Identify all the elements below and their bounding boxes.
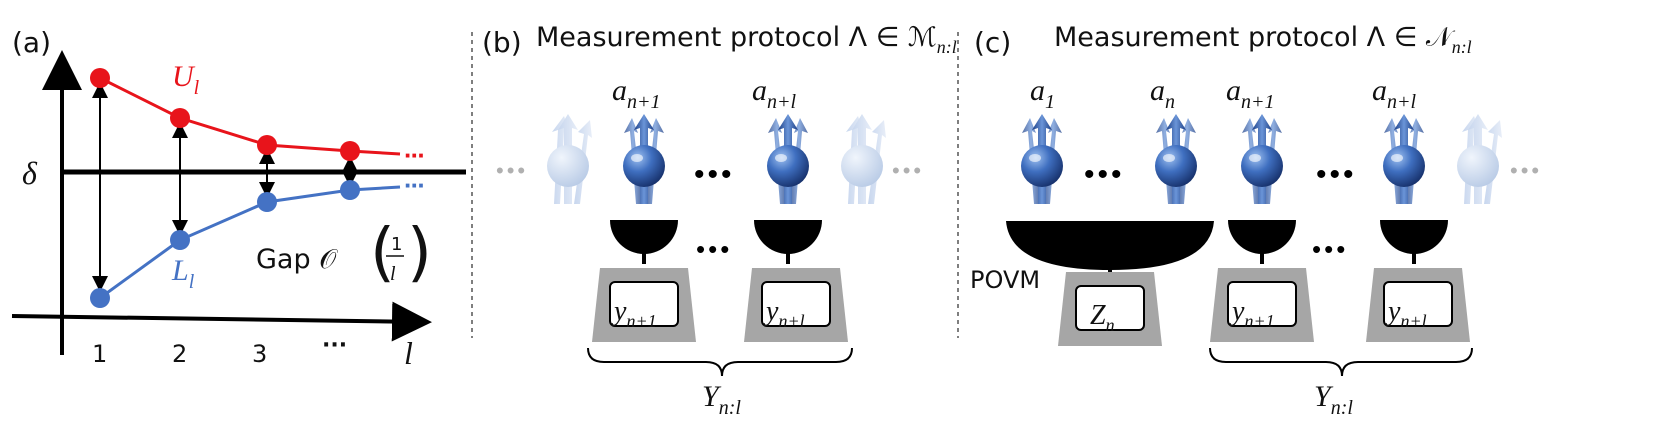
lower-point xyxy=(340,180,360,200)
fade-ellipsis-right: ••• xyxy=(1510,158,1542,183)
spin xyxy=(1241,114,1283,204)
lower-series-line xyxy=(99,185,401,300)
lower-series-label: Ll xyxy=(171,254,195,293)
panel-c: (c) Measurement protocol Λ ∈ 𝒩n:l a1 an … xyxy=(970,22,1542,419)
detector xyxy=(610,220,678,264)
lower-trailing-dots: ··· xyxy=(404,170,424,200)
qubit-label: an xyxy=(1150,74,1175,113)
gap-left-paren: ( xyxy=(370,216,395,290)
brace xyxy=(587,347,853,377)
gap-frac-den: l xyxy=(390,263,396,285)
panel-b-title: Measurement protocol Λ ∈ ℳn:l xyxy=(536,22,957,57)
x-axis-label: l xyxy=(404,335,413,371)
gap-frac-num: 1 xyxy=(391,234,402,255)
faded-spin xyxy=(547,114,592,204)
x-tick-label: 1 xyxy=(92,340,107,368)
spin xyxy=(767,114,809,204)
x-tick-label: 2 xyxy=(172,340,187,368)
fade-ellipsis-right: ••• xyxy=(892,158,924,183)
ellipsis: ••• xyxy=(694,158,735,191)
upper-series-label: Ul xyxy=(172,60,200,99)
qubit-label: a1 xyxy=(1030,74,1055,113)
brace-label: Yn:l xyxy=(1314,380,1353,419)
ellipsis: ••• xyxy=(696,234,732,264)
y-axis-label: δ xyxy=(22,155,38,191)
detector xyxy=(754,220,822,264)
povm-label: POVM xyxy=(970,266,1040,294)
lower-point xyxy=(170,230,190,250)
x-tick-labels: 1 2 3 ··· xyxy=(92,333,347,368)
faded-spin xyxy=(1457,114,1502,204)
brace xyxy=(1209,347,1473,377)
qubit-label: an+1 xyxy=(612,74,661,113)
outcome-label: yn+1 xyxy=(1229,296,1275,331)
panel-b: (b) Measurement protocol Λ ∈ ℳn:l an+1 a… xyxy=(482,22,957,419)
gap-right-paren: ) xyxy=(407,216,432,290)
upper-point xyxy=(257,135,277,155)
upper-point xyxy=(170,108,190,128)
upper-trailing-dots: ··· xyxy=(404,140,424,170)
povm-detector xyxy=(1006,221,1214,270)
panel-c-label: (c) xyxy=(974,26,1011,59)
outcome-label: yn+l xyxy=(763,296,805,331)
x-tick-label: 3 xyxy=(252,340,267,368)
ellipsis: ••• xyxy=(1316,158,1357,191)
spin xyxy=(1383,114,1425,204)
panel-b-label: (b) xyxy=(482,26,522,59)
fade-ellipsis-left: ••• xyxy=(496,158,528,183)
detector xyxy=(1380,220,1448,264)
panel-a: (a) δ 1 2 3 ··· l ··· ··· Ul Ll xyxy=(11,26,466,371)
panel-c-title: Measurement protocol Λ ∈ 𝒩n:l xyxy=(1054,22,1472,57)
spin xyxy=(623,114,665,204)
qubit-label: an+l xyxy=(752,74,796,113)
panel-a-label: (a) xyxy=(12,26,51,59)
upper-point xyxy=(340,141,360,161)
gap-label: Gap 𝒪 xyxy=(256,244,338,275)
ellipsis: ••• xyxy=(1084,158,1125,191)
detector xyxy=(1228,220,1296,264)
qubit-label: an+1 xyxy=(1226,74,1275,113)
faded-spin xyxy=(841,114,886,204)
x-axis xyxy=(11,301,432,342)
ellipsis: ••• xyxy=(1312,234,1348,264)
joint-outcome-label: Zn xyxy=(1090,300,1115,335)
spin xyxy=(1021,114,1063,204)
qubit-label: an+l xyxy=(1372,74,1416,113)
lower-point xyxy=(90,288,110,308)
spin xyxy=(1155,114,1197,204)
brace-label: Yn:l xyxy=(702,380,741,419)
x-tick-label: ··· xyxy=(322,333,347,358)
upper-point xyxy=(90,68,110,88)
outcome-label: yn+1 xyxy=(611,296,657,331)
lower-point xyxy=(257,192,277,212)
outcome-label: yn+l xyxy=(1385,296,1427,331)
